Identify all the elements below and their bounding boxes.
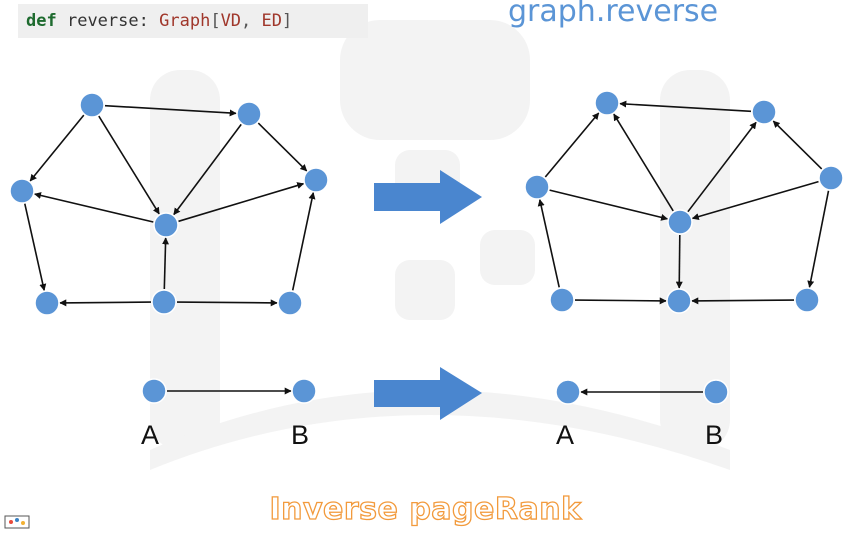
transform-arrow-top [374,170,482,224]
original-edge-top1-center [98,115,160,215]
reversed-node-top2 [751,99,777,125]
original-edge-bm-br [176,299,278,307]
node-label-right-b: B [705,420,723,450]
code-type-vd: VD [220,11,242,31]
original-edge-bm-bl [59,299,152,307]
reversed-edge-top2-top1 [619,100,752,113]
reversed-edge-right-br [807,190,830,288]
original-node-top2 [236,101,262,127]
code-colon: : [138,11,149,31]
original-node-br [277,290,303,316]
reversed-node-br [794,287,820,313]
reversed-node-a [555,379,581,405]
original-edge-bm-center [162,237,170,290]
original-edge-center-left [34,192,154,223]
original-edge-center-right [178,182,305,223]
reversed-node-bl [549,287,575,313]
code-close-bracket: ] [282,11,293,31]
reversed-node-center [667,209,693,235]
slide-title: graph.reverse [508,0,719,29]
node-label-right-a: A [556,420,574,450]
node-label-left-a: A [141,420,159,450]
reversed-edge-bl-left [537,199,560,288]
original-edge-top2-center [173,123,242,216]
reversed-edge-center-top2 [687,121,757,213]
code-function-name: reverse [66,11,139,31]
code-comma: , [241,11,252,31]
reversed-edge-right-top2 [772,120,823,170]
node-label-left-b: B [291,420,309,450]
code-open-bracket: [ [210,11,221,31]
original-edge-top1-top2 [104,104,237,117]
original-node-bl [34,290,60,316]
original-node-a [141,378,167,404]
original-node-right [303,167,329,193]
reversed-edge-br-bm [691,297,795,305]
original-edge-top2-right [257,122,308,172]
original-node-bm [151,289,177,315]
original-node-left [9,178,35,204]
original-node-b [291,378,317,404]
code-type-ed: ED [261,11,283,31]
reversed-node-bm [666,288,692,314]
reversed-node-top1 [594,90,620,116]
reversed-edge-right-center [691,180,819,220]
original-edge-top1-left [29,114,85,182]
reversed-edge-center-top1 [613,113,674,212]
code-signature: def reverse: Graph[VD, ED] [18,4,368,38]
reversed-node-right [818,165,844,191]
reversed-edge-bl-bm [574,297,667,305]
slide-caption: Inverse pageRank [269,491,582,527]
reversed-edge-center-bm [675,234,683,289]
original-node-center [153,212,179,238]
reversed-edge-left-center [549,189,669,221]
original-edge-br-right [291,192,316,291]
reversed-node-b [703,379,729,405]
code-keyword: def [26,11,57,31]
reversed-node-left [524,174,550,200]
logo-icon [4,515,30,529]
reversed-edge-left-top1 [544,112,600,178]
original-node-top1 [79,92,105,118]
original-edge-left-bl [24,203,47,291]
code-type-name: Graph [159,11,211,31]
transform-arrow-bottom [374,367,482,420]
